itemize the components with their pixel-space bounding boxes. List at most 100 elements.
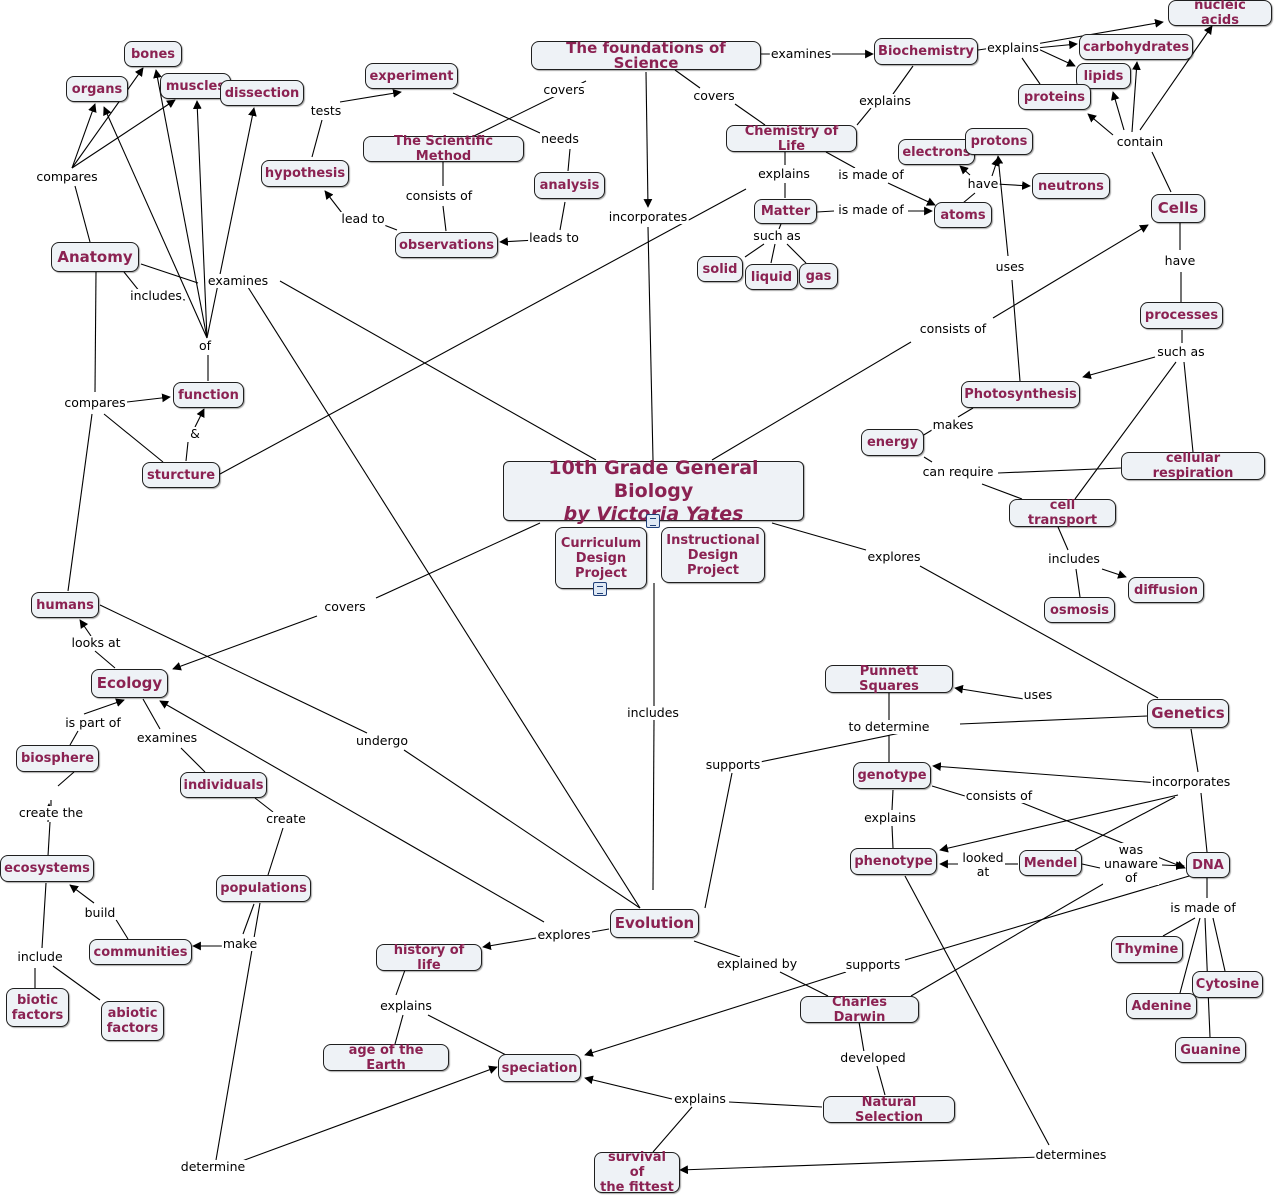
node-punnett-squares[interactable]: Punnett Squares <box>825 664 953 694</box>
connector-line <box>185 441 189 462</box>
connector-line <box>904 875 1050 1146</box>
node-biotic-factors[interactable]: biotic factors <box>6 988 69 1027</box>
node-genetics[interactable]: Genetics <box>1147 699 1229 728</box>
node-communities[interactable]: communities <box>89 939 192 965</box>
link-phrase: leads to <box>528 230 580 245</box>
node-organs[interactable]: organs <box>66 76 128 102</box>
connector-arrow <box>153 69 208 339</box>
node-foundations-of-science[interactable]: The foundations of Science <box>531 40 761 70</box>
connector-line <box>1190 728 1199 773</box>
node-matter[interactable]: Matter <box>754 199 817 224</box>
node-processes[interactable]: processes <box>1140 302 1223 329</box>
connector-line <box>123 271 141 293</box>
connector-line <box>99 604 368 734</box>
connector-line <box>981 483 1023 500</box>
node-proteins[interactable]: proteins <box>1018 84 1091 110</box>
node-cytosine[interactable]: Cytosine <box>1192 971 1263 998</box>
node-scientific-method[interactable]: The Scientific Method <box>363 134 524 164</box>
node-osmosis[interactable]: osmosis <box>1044 597 1115 623</box>
node-phenotype[interactable]: phenotype <box>850 848 937 875</box>
connector-line <box>567 148 571 172</box>
node-abiotic-factors[interactable]: abiotic factors <box>101 1001 164 1041</box>
node-photosynthesis[interactable]: Photosynthesis <box>961 381 1080 408</box>
node-gas[interactable]: gas <box>799 263 838 289</box>
connector-arrow <box>992 224 1149 319</box>
node-guanine[interactable]: Guanine <box>1175 1037 1246 1063</box>
node-ecology[interactable]: Ecology <box>91 669 168 698</box>
node-cells[interactable]: Cells <box>1151 194 1205 223</box>
node-thymine[interactable]: Thymine <box>1111 936 1183 963</box>
connector-line <box>1081 863 1101 869</box>
node-humans[interactable]: humans <box>31 592 99 618</box>
node-analysis[interactable]: analysis <box>534 172 605 199</box>
node-electrons[interactable]: electrons <box>898 139 975 165</box>
node-muscles[interactable]: muscles <box>160 73 231 99</box>
connector-arrow <box>126 393 171 403</box>
node-cellular-respiration[interactable]: cellular respiration <box>1121 451 1265 481</box>
node-biochemistry[interactable]: Biochemistry <box>874 38 978 65</box>
instructional-design-project-node[interactable]: Instructional Design Project <box>661 527 765 583</box>
connector-line <box>403 749 641 909</box>
node-protons[interactable]: protons <box>965 128 1033 155</box>
connector-arrow <box>1139 25 1213 131</box>
node-speciation[interactable]: speciation <box>498 1054 581 1082</box>
node-observations[interactable]: observations <box>395 232 498 258</box>
node-survival-of-the-fittest[interactable]: survival of the fittest <box>594 1150 680 1195</box>
node-dissection[interactable]: dissection <box>220 80 304 106</box>
node-sturcture[interactable]: sturcture <box>142 462 220 488</box>
connector-line <box>395 969 406 996</box>
node-neutrons[interactable]: neutrons <box>1032 173 1110 199</box>
connector-line <box>674 69 701 89</box>
node-nucleic-acids[interactable]: nucleic acids <box>1168 0 1272 28</box>
connector-line <box>923 456 933 463</box>
link-phrase: developed <box>839 1050 907 1065</box>
node-anatomy[interactable]: Anatomy <box>51 242 139 272</box>
curriculum-design-project-node[interactable]: Curriculum Design Project <box>555 527 647 589</box>
link-phrase: consists of <box>964 788 1034 803</box>
node-ecosystems[interactable]: ecosystems <box>0 855 94 882</box>
node-history-of-life[interactable]: history of life <box>376 943 482 973</box>
node-solid[interactable]: solid <box>697 256 743 282</box>
connector-arrow <box>71 67 144 169</box>
node-cell-transport[interactable]: cell transport <box>1009 498 1116 528</box>
document-icon[interactable] <box>646 514 660 528</box>
link-phrase: explains <box>863 810 917 825</box>
link-phrase: include <box>16 949 64 964</box>
connector-line <box>856 107 872 126</box>
connector-line <box>394 1014 404 1045</box>
node-dna[interactable]: DNA <box>1186 852 1230 878</box>
connector-line <box>1183 361 1194 453</box>
node-carbohydrates[interactable]: carbohydrates <box>1079 34 1193 60</box>
node-charles-darwin[interactable]: Charles Darwin <box>800 995 919 1025</box>
node-energy[interactable]: energy <box>861 429 924 456</box>
connector-arrow <box>1101 568 1127 579</box>
node-natural-selection[interactable]: Natural Selection <box>823 1095 955 1125</box>
connector-line <box>559 201 566 231</box>
connector-line <box>647 226 654 461</box>
document-icon[interactable] <box>593 582 607 596</box>
node-biosphere[interactable]: biosphere <box>16 745 99 772</box>
node-individuals[interactable]: individuals <box>180 772 267 798</box>
connector-arrow <box>887 182 936 206</box>
link-phrase: lead to <box>340 211 386 226</box>
connector-line <box>47 821 51 857</box>
node-function[interactable]: function <box>173 382 244 408</box>
node-age-of-the-earth[interactable]: age of the Earth <box>323 1043 449 1073</box>
node-chemistry-of-life[interactable]: Chemistry of Life <box>726 124 857 154</box>
node-lipids[interactable]: lipids <box>1076 63 1131 89</box>
node-atoms[interactable]: atoms <box>934 202 992 228</box>
node-bones[interactable]: bones <box>124 41 182 67</box>
node-diffusion[interactable]: diffusion <box>1128 577 1204 603</box>
node-genotype[interactable]: genotype <box>853 762 931 789</box>
node-adenine[interactable]: Adenine <box>1126 993 1197 1019</box>
node-evolution[interactable]: Evolution <box>610 909 699 938</box>
connector-line <box>375 522 541 599</box>
node-hypothesis[interactable]: hypothesis <box>261 160 349 187</box>
node-populations[interactable]: populations <box>216 875 311 902</box>
node-experiment[interactable]: experiment <box>365 63 458 89</box>
map-title[interactable]: 10th Grade General Biology by Victoria Y… <box>503 457 804 525</box>
node-mendel[interactable]: Mendel <box>1019 850 1082 876</box>
link-phrase: build <box>83 905 117 920</box>
connector-arrow <box>192 100 208 339</box>
node-liquid[interactable]: liquid <box>745 264 798 290</box>
